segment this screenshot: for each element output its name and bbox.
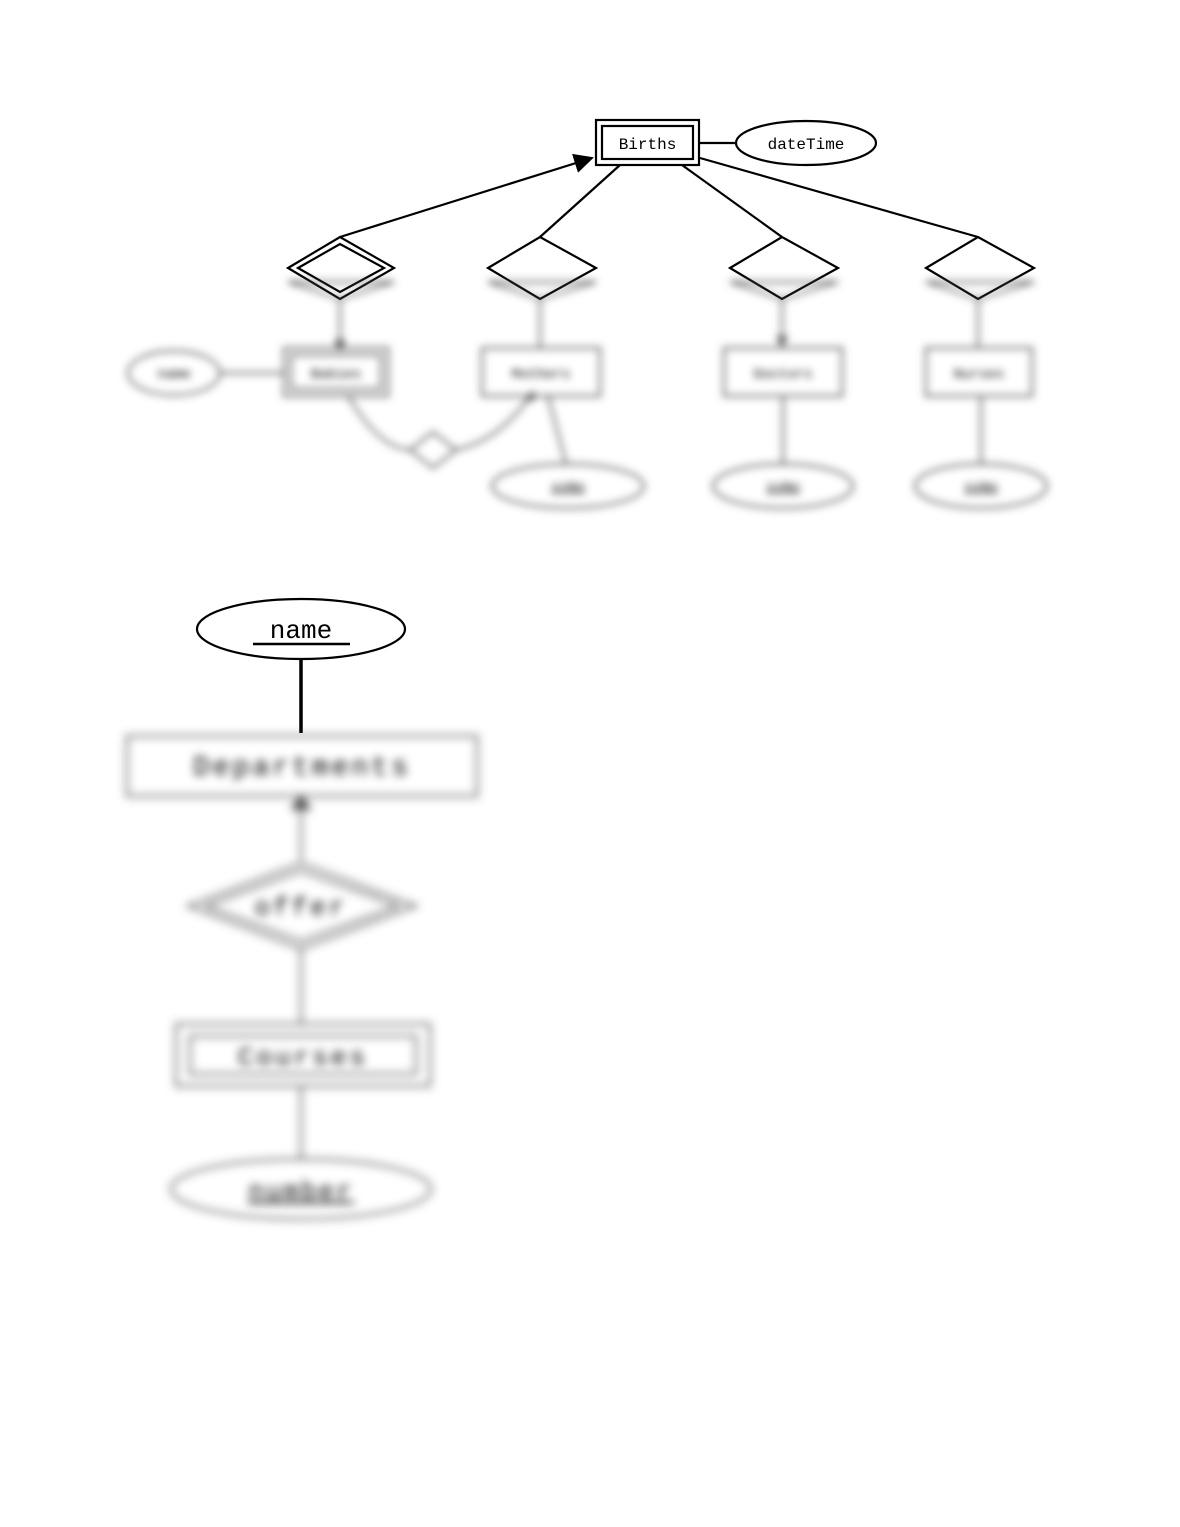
births-entity (594, 118, 701, 167)
course-number-attribute (169, 1157, 433, 1221)
datetime-label: dateTime (768, 136, 845, 154)
births-mothers-line (539, 164, 621, 238)
courses-entity-inner (188, 1034, 418, 1076)
mothers-key-line (546, 395, 568, 465)
doctors-key-attribute (711, 462, 855, 510)
mothers-births-relationship (485, 235, 599, 301)
offer-relationship-inner (202, 869, 402, 943)
courses-label: Courses (238, 1043, 368, 1073)
mother-of-arrowhead (524, 390, 536, 404)
births-entity-inner (600, 124, 695, 161)
doctors-label: Doctors (754, 367, 813, 383)
babies-mother-curve (347, 395, 413, 452)
mothers-entity (480, 346, 602, 398)
nurses-births-relationship (923, 235, 1037, 301)
babies-arrowhead (334, 340, 346, 352)
nurses-entity (924, 346, 1034, 398)
babies-entity (282, 346, 390, 398)
babies-diamond-lower (287, 280, 395, 301)
births-doctors-line (681, 164, 783, 238)
mothers-diamond-lower (487, 280, 597, 301)
babies-label: Babies (311, 367, 361, 383)
baby-name-label: name (157, 367, 191, 383)
courses-entity (174, 1022, 432, 1088)
births-diagram-clear: Births dateTime (285, 118, 1037, 301)
mothers-key-label: ssNo (551, 480, 585, 496)
offer-label: offer (254, 893, 347, 923)
offer-departments-arrowhead (290, 794, 312, 810)
nurses-diamond-lower (925, 280, 1035, 301)
course-number-label: number (248, 1177, 354, 1207)
births-babies-arrow (339, 153, 594, 239)
babies-births-identifying-relationship (285, 235, 397, 301)
births-diagram-blurred: name Babies Mothers Doctors Nurses ssNo … (126, 280, 1049, 510)
datetime-attribute (734, 119, 878, 167)
mothers-key-attribute (490, 462, 646, 510)
babies-entity-inner (289, 353, 383, 391)
nurses-key-attribute (913, 462, 1049, 510)
doctors-births-relationship (727, 235, 841, 301)
births-nurses-line (699, 156, 979, 239)
mother-of-relationship (408, 430, 458, 470)
doctors-arrowhead (776, 336, 788, 348)
doctors-diamond-lower (729, 280, 839, 301)
mothers-label: Mothers (512, 367, 571, 383)
department-name-label: name (270, 616, 332, 646)
babies-births-identifying-relationship-inner (295, 242, 387, 294)
departments-diagram-clear: name (195, 597, 407, 733)
nurses-label: Nurses (954, 367, 1004, 383)
nurses-key-label: ssNo (964, 480, 998, 496)
offer-relationship (184, 861, 420, 951)
doctors-key-label: ssNo (766, 480, 800, 496)
departments-label: Departments (193, 753, 411, 784)
births-label: Births (619, 136, 677, 154)
mother-of-curve (455, 395, 531, 452)
departments-diagram-blurred: Departments offer Courses number (125, 734, 479, 1221)
